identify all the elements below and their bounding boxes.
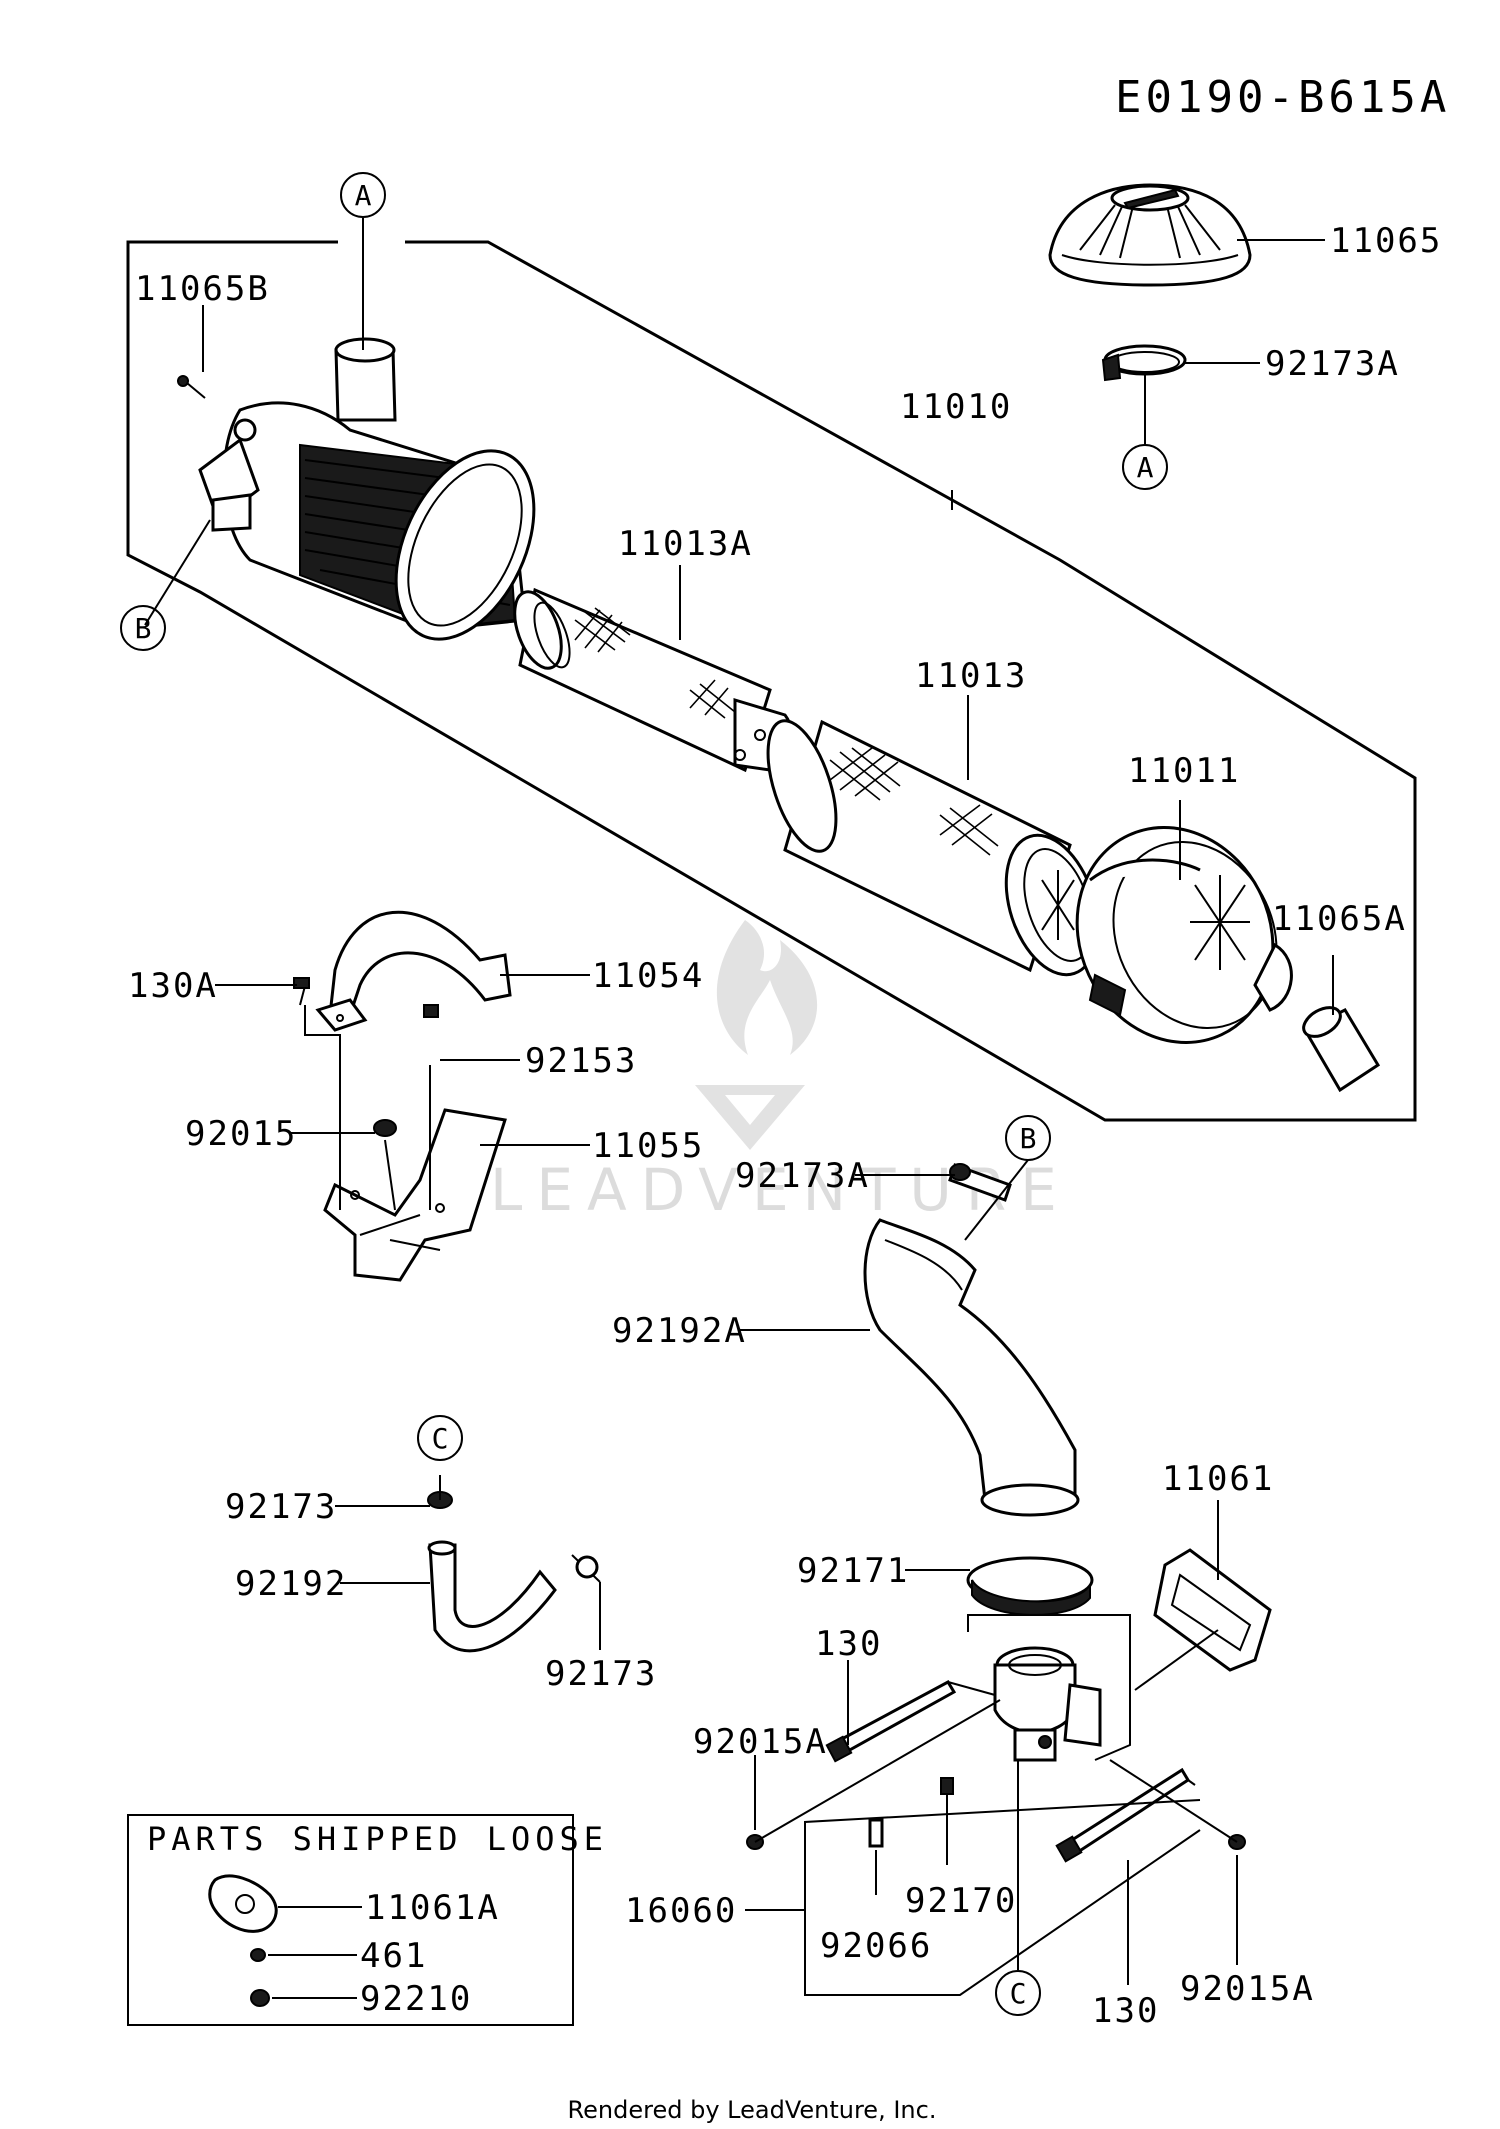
label-92173-b: 92173 bbox=[545, 1654, 657, 1694]
label-11065: 11065 bbox=[1330, 221, 1442, 261]
air-cleaner-housing bbox=[177, 337, 536, 641]
svg-text:C: C bbox=[432, 1422, 449, 1455]
part-labels: 11065 92173A 11065B 11010 11013A 11013 1… bbox=[128, 221, 1442, 2031]
breather-hose bbox=[427, 1491, 601, 1653]
intake-gasket bbox=[1153, 1548, 1272, 1672]
label-130a: 130A bbox=[128, 966, 218, 1006]
label-11013: 11013 bbox=[915, 656, 1027, 696]
watermark-flame-icon bbox=[716, 920, 818, 1055]
label-11011: 11011 bbox=[1128, 751, 1240, 791]
svg-text:A: A bbox=[355, 179, 372, 212]
label-11054: 11054 bbox=[592, 956, 704, 996]
svg-text:B: B bbox=[135, 612, 152, 645]
ref-circle-c-carb: C bbox=[995, 1970, 1041, 2016]
loose-washer-461 bbox=[250, 1948, 266, 1962]
outer-filter-mesh bbox=[829, 747, 999, 856]
label-92015: 92015 bbox=[185, 1114, 297, 1154]
loose-label-92210: 92210 bbox=[360, 1979, 472, 2019]
label-92173a-top: 92173A bbox=[1265, 344, 1400, 384]
svg-text:B: B bbox=[1020, 1122, 1037, 1155]
pre-cleaner-cover bbox=[1048, 183, 1252, 287]
inner-filter-element bbox=[513, 587, 794, 773]
leader-lines bbox=[144, 218, 1334, 1996]
label-92066: 92066 bbox=[820, 1926, 932, 1966]
lower-mounting-bracket bbox=[323, 1108, 507, 1282]
label-11055: 11055 bbox=[592, 1126, 704, 1166]
loose-label-11061a: 11061A bbox=[365, 1888, 500, 1928]
loose-box-title: PARTS SHIPPED LOOSE bbox=[147, 1820, 608, 1858]
label-130-a: 130 bbox=[815, 1624, 882, 1664]
diagram-code: E0190-B615A bbox=[1115, 72, 1450, 123]
evacuator-valve bbox=[1302, 1006, 1381, 1093]
carburetor-adapter bbox=[993, 1646, 1102, 1762]
rendered-by-footer: Rendered by LeadVenture, Inc. bbox=[568, 2096, 937, 2124]
label-11010: 11010 bbox=[900, 387, 1012, 427]
loose-label-461: 461 bbox=[360, 1936, 427, 1976]
label-92192: 92192 bbox=[235, 1564, 347, 1604]
adapter-leaders bbox=[754, 1614, 1238, 1843]
loose-nut-92210 bbox=[250, 1989, 270, 2007]
upper-mounting-band bbox=[315, 910, 512, 1032]
label-92173a-mid: 92173A bbox=[735, 1156, 870, 1196]
label-92170: 92170 bbox=[905, 1881, 1017, 1921]
svg-text:C: C bbox=[1010, 1977, 1027, 2010]
label-92015a-a: 92015A bbox=[693, 1722, 828, 1762]
label-92173-a: 92173 bbox=[225, 1487, 337, 1527]
adapter-small-parts bbox=[868, 1777, 954, 1848]
label-130-b: 130 bbox=[1092, 1991, 1159, 2031]
air-cleaner-cap bbox=[1075, 826, 1293, 1044]
label-92015a-b: 92015A bbox=[1180, 1969, 1315, 2009]
watermark-v-icon bbox=[695, 1085, 805, 1150]
label-11065a: 11065A bbox=[1272, 899, 1407, 939]
ref-circle-c-hose: C bbox=[417, 1415, 463, 1461]
loose-gasket-11061a bbox=[208, 1874, 278, 1933]
ref-circle-b-left: B bbox=[120, 605, 166, 651]
svg-text:A: A bbox=[1137, 451, 1154, 484]
ref-circle-a-cap: A bbox=[1122, 444, 1168, 490]
inner-filter-mesh bbox=[574, 607, 736, 719]
ref-circle-a-top: A bbox=[340, 172, 386, 218]
label-16060: 16060 bbox=[625, 1891, 737, 1931]
air-cleaner-assembly-outline bbox=[126, 240, 1417, 1122]
label-92153: 92153 bbox=[525, 1041, 637, 1081]
bracket-fasteners bbox=[293, 977, 439, 1137]
ref-circle-b-right: B bbox=[1005, 1115, 1051, 1161]
label-11013a: 11013A bbox=[618, 524, 753, 564]
parts-shipped-loose-box: PARTS SHIPPED LOOSE 11061A 461 92210 bbox=[127, 1814, 608, 2026]
label-92171: 92171 bbox=[797, 1551, 909, 1591]
intake-duct-hose bbox=[863, 1218, 1080, 1517]
label-92192a: 92192A bbox=[612, 1311, 747, 1351]
adapter-clamp bbox=[966, 1556, 1094, 1616]
outer-filter-element bbox=[766, 719, 1100, 977]
label-11061: 11061 bbox=[1162, 1459, 1274, 1499]
label-11065b: 11065B bbox=[135, 269, 270, 309]
